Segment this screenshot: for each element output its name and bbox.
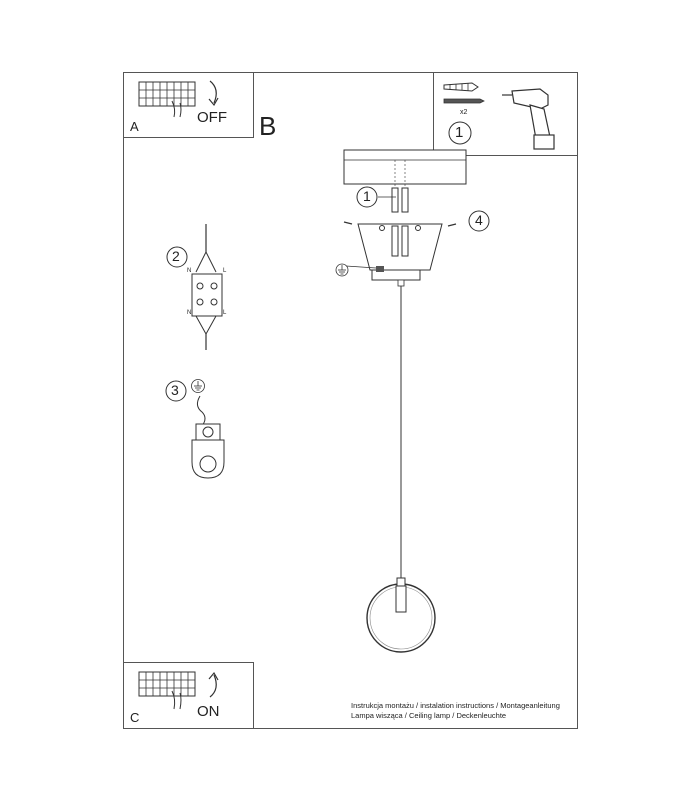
panel-a-letter: A xyxy=(130,119,139,134)
step-2-number: 2 xyxy=(172,248,180,264)
panel-c-letter: C xyxy=(130,710,140,725)
step-1-leader xyxy=(378,196,396,198)
footer-line-1: Instrukcja montażu / instalation instruc… xyxy=(351,701,560,710)
ground-clamp-diagram xyxy=(191,395,225,479)
terminal-block-diagram xyxy=(191,224,223,350)
terminal-n-bottom: N xyxy=(187,310,192,316)
drill-icon xyxy=(502,88,555,150)
wall-anchor-icon xyxy=(443,82,485,104)
step-2-badge xyxy=(166,246,188,268)
power-on-label: ON xyxy=(197,703,220,720)
fuse-box-icon xyxy=(138,81,196,118)
terminal-n-top: N xyxy=(187,268,192,274)
instruction-sheet-frame xyxy=(123,72,578,729)
step-3-badge xyxy=(165,380,187,402)
switch-up-arrow-icon xyxy=(208,671,219,698)
footer-line-2: Lampa wisząca / Ceiling lamp / Deckenleu… xyxy=(351,711,507,720)
ceiling-lamp-diagram xyxy=(335,149,467,653)
step-1-tools-badge xyxy=(448,121,472,145)
ceiling-anchors xyxy=(391,187,409,213)
step-4-badge xyxy=(468,210,490,232)
panel-b-letter: B xyxy=(259,111,277,141)
tools-panel: x2 1 xyxy=(433,72,578,156)
ground-symbol-icon xyxy=(191,379,205,393)
anchor-quantity: x2 xyxy=(460,109,468,116)
panel-c-power-on: C ON xyxy=(123,662,254,729)
step-4-number: 4 xyxy=(475,212,483,228)
fuse-box-icon xyxy=(138,671,196,710)
power-off-label: OFF xyxy=(197,109,227,126)
step-3-number: 3 xyxy=(171,382,179,398)
panel-a-power-off: A OFF xyxy=(123,72,254,138)
terminal-l-bottom: L xyxy=(223,310,227,316)
step-1-badge xyxy=(356,186,378,208)
tools-step-number: 1 xyxy=(455,124,464,141)
terminal-l-top: L xyxy=(223,268,227,274)
switch-down-arrow-icon xyxy=(208,80,219,107)
step-1-number: 1 xyxy=(363,188,371,204)
